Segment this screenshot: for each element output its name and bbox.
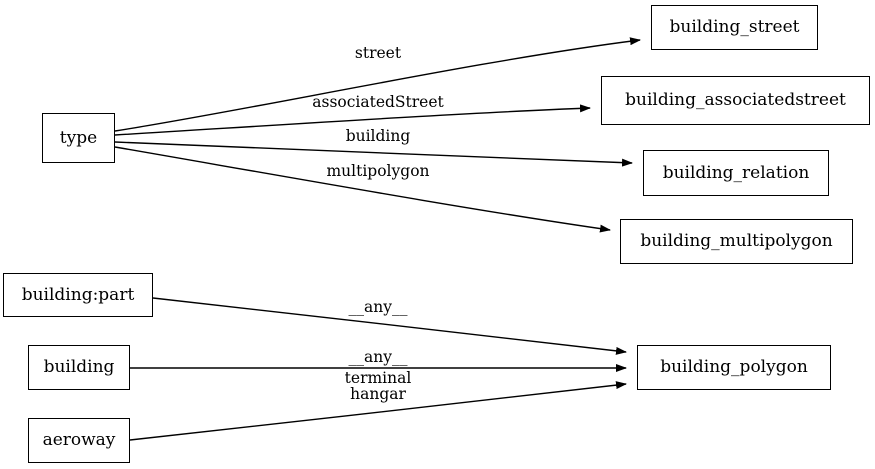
node-label: building_multipolygon: [640, 231, 833, 251]
node-label: building_relation: [662, 162, 810, 183]
node-building-relation[interactable]: building_relation: [643, 150, 829, 196]
node-building-part[interactable]: building:part: [3, 273, 153, 317]
node-label: building_associatedstreet: [625, 90, 846, 110]
edge-label-building-multipolygon-3: multipolygon: [326, 162, 430, 180]
edge-label-building-street-0: street: [354, 44, 402, 62]
node-aeroway[interactable]: aeroway: [28, 418, 130, 463]
node-type[interactable]: type: [42, 113, 115, 163]
edge-label-building-associatedstreet-1: associatedStreet: [312, 93, 444, 111]
node-building-street[interactable]: building_street: [651, 5, 818, 50]
edge-type-to-building-relation: [114, 141, 633, 167]
node-label: building: [43, 357, 115, 377]
edge-label-building-polygon-5: __any__: [348, 348, 408, 366]
node-label: building_street: [669, 17, 800, 37]
node-label: aeroway: [42, 430, 116, 450]
edge-label-building-polygon-6: terminal hangar: [344, 369, 412, 404]
node-label: type: [59, 127, 98, 148]
node-label: building_polygon: [660, 357, 808, 377]
node-building-associatedstreet[interactable]: building_associatedstreet: [601, 76, 870, 125]
node-building-polygon[interactable]: building_polygon: [637, 345, 831, 390]
node-building[interactable]: building: [28, 345, 130, 390]
node-label: building:part: [21, 284, 135, 305]
node-building-multipolygon[interactable]: building_multipolygon: [620, 219, 853, 264]
edge-label-building-polygon-4: __any__: [348, 298, 408, 316]
edge-label-building-relation-2: building: [345, 127, 411, 145]
edge-type-to-building-multipolygon: [114, 146, 611, 233]
